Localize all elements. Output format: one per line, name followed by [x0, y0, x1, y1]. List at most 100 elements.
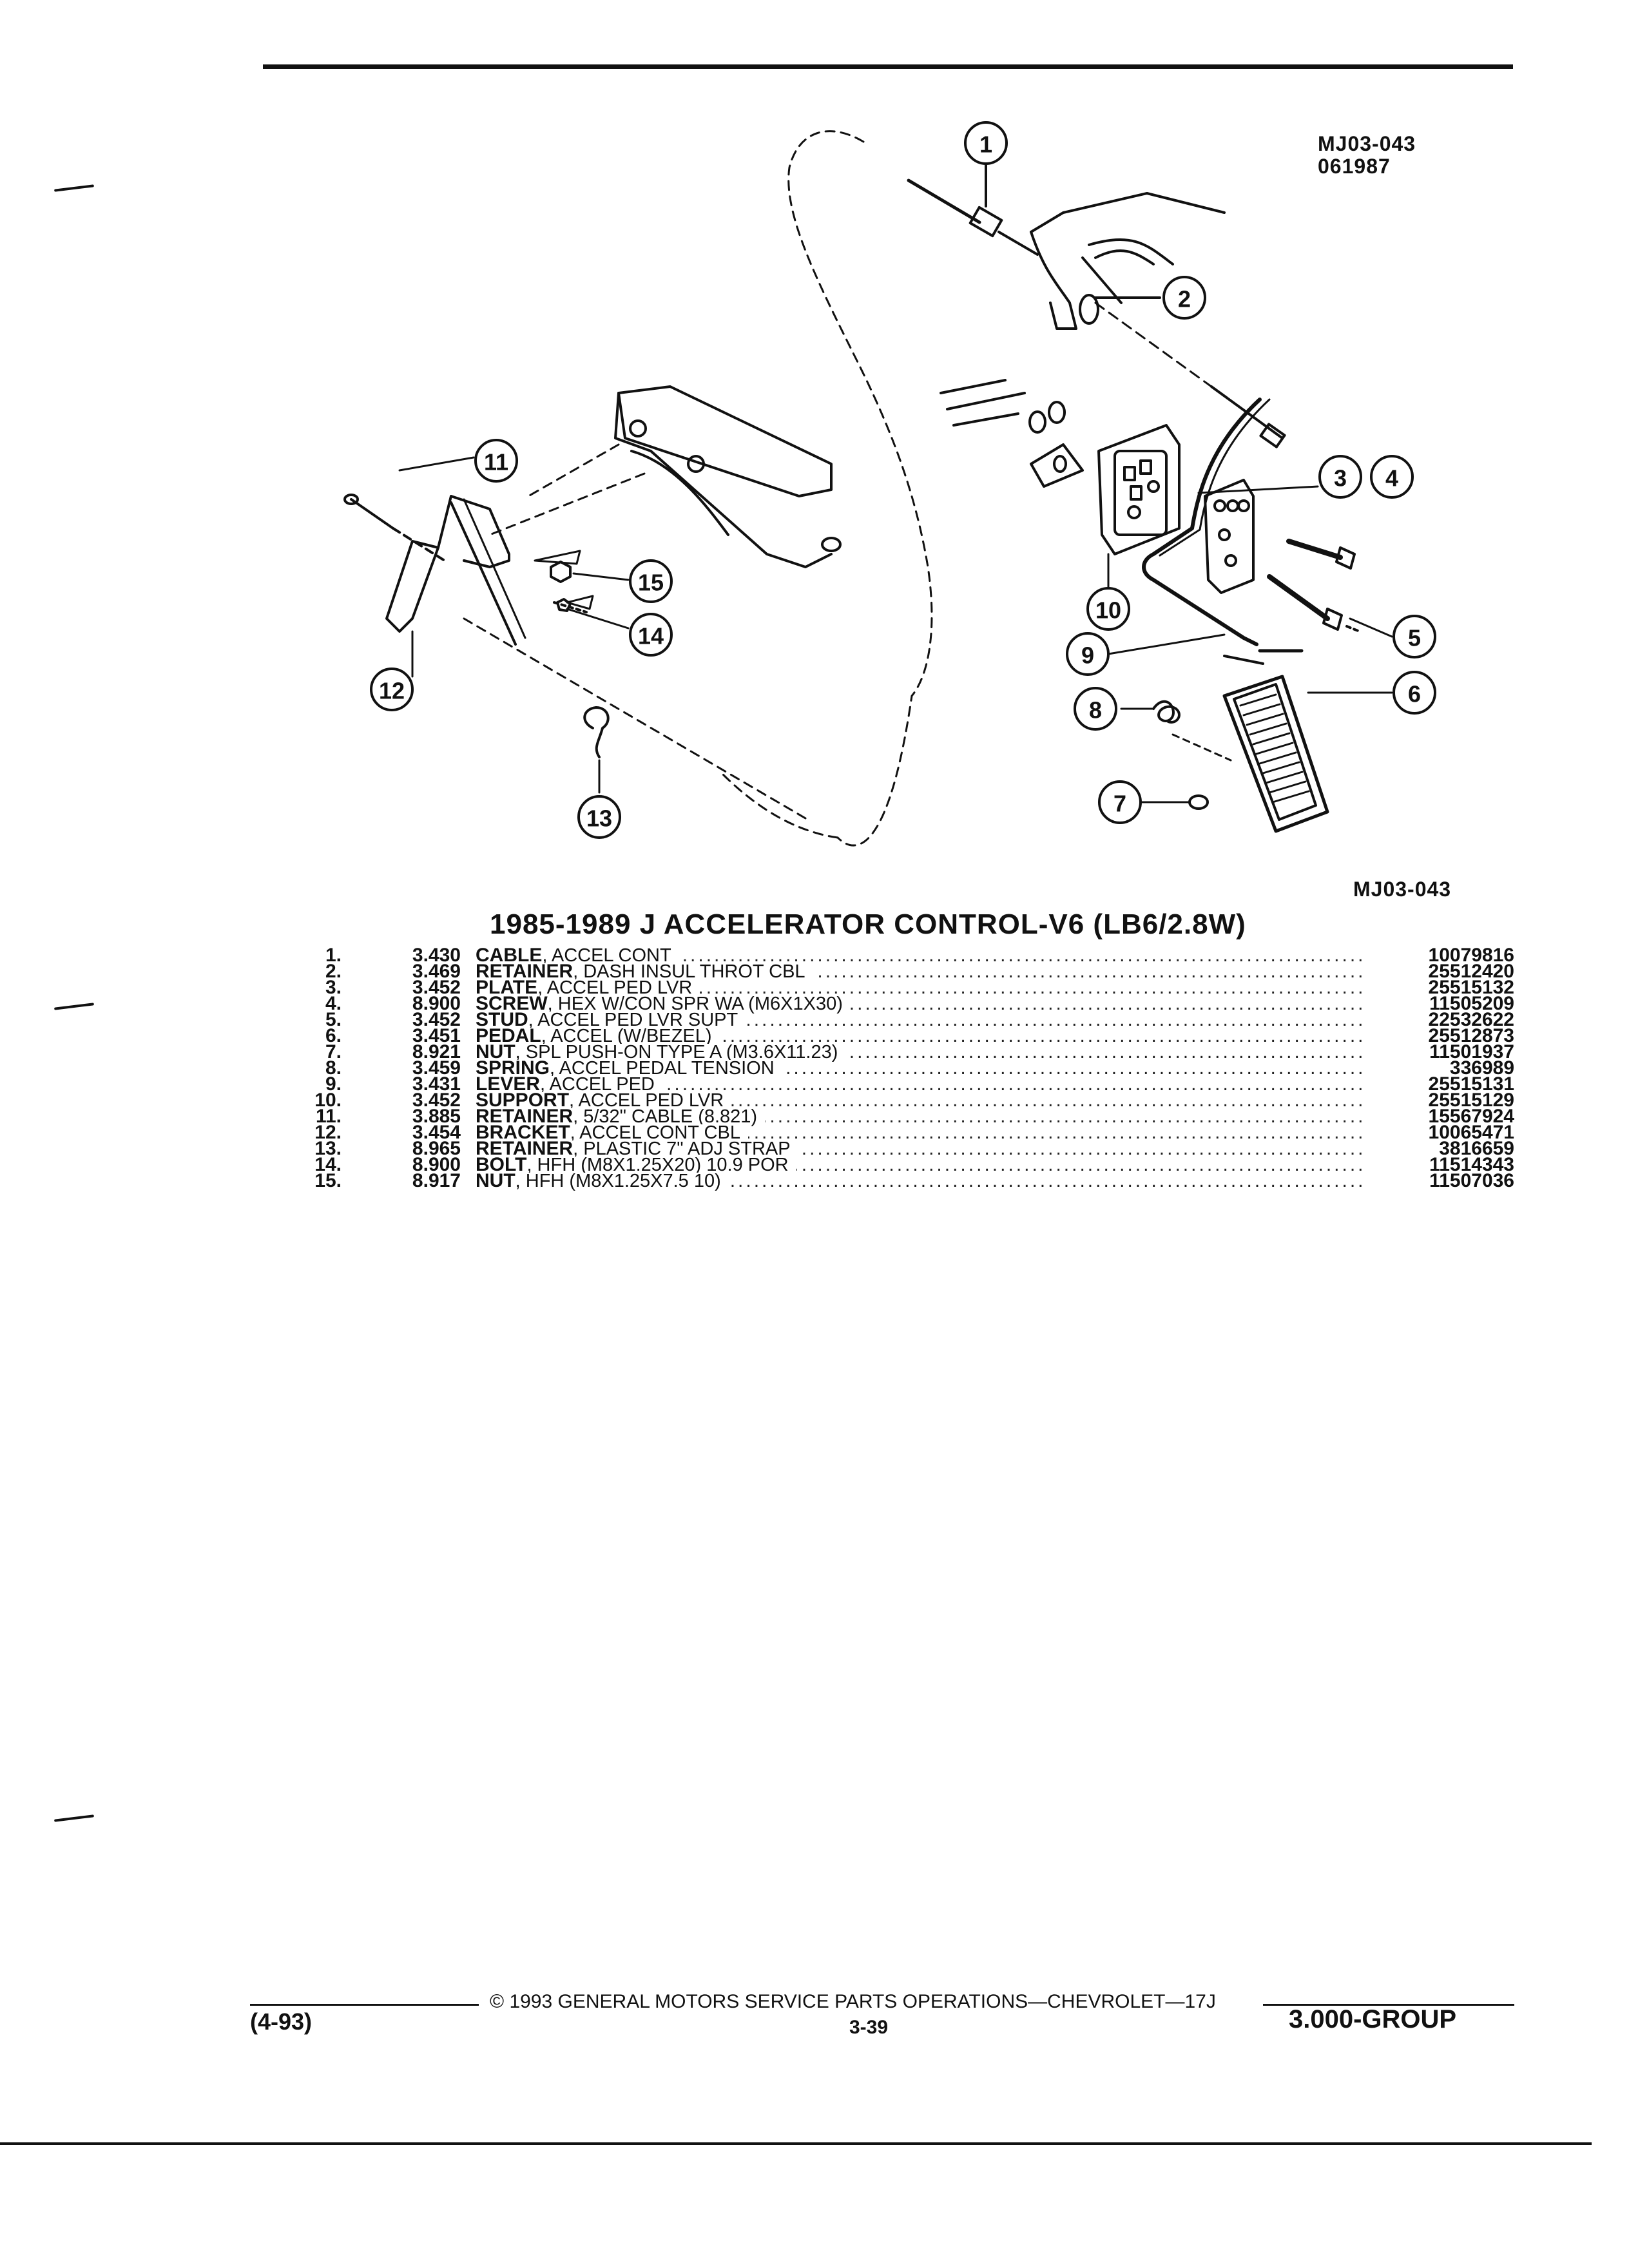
accelerator-control-diagram: 1 2 3 4 5 6 7 8 9 10 11 12 13 14 15: [343, 121, 1436, 847]
dash-panel-outline: [787, 130, 933, 847]
figure-id-bottom: MJ03-043: [1353, 878, 1452, 901]
item-number: 7.: [325, 1041, 342, 1062]
item-number: 4.: [325, 993, 342, 1014]
footer-rule-left: [250, 2004, 479, 2006]
part-spec: , HEX W/CON SPR WA (M6X1X30): [547, 994, 843, 1014]
callout-1: 1: [979, 131, 992, 158]
item-number: 8.: [325, 1057, 342, 1079]
item-number: 11.: [315, 1106, 342, 1127]
section-code: 3.452: [412, 1090, 461, 1111]
part-number: 25512873: [1428, 1025, 1514, 1046]
accelerator-lever: [1142, 398, 1262, 646]
bottom-rule: [0, 2142, 1592, 2145]
parts-row: 7.8.921.................................…: [303, 1041, 1514, 1062]
section-code: 3.430: [412, 945, 461, 966]
part-name: RETAINER: [476, 1138, 574, 1159]
part-number: 25515129: [1428, 1090, 1514, 1111]
part-description: LEVER, ACCEL PED: [476, 1073, 662, 1095]
part-number: 25512420: [1428, 961, 1514, 982]
part-spec: , ACCEL CONT: [542, 945, 671, 966]
callout-3: 3: [1334, 465, 1347, 492]
hfh-nut: [550, 561, 572, 583]
parts-row: 1.3.430.................................…: [303, 945, 1514, 966]
callout-11: 11: [484, 449, 508, 476]
item-number: 5.: [325, 1009, 342, 1030]
part-description: RETAINER, 5/32" CABLE (8.821): [476, 1106, 766, 1127]
section-code: 3.454: [412, 1122, 461, 1143]
parts-row: 6.3.451.................................…: [303, 1025, 1514, 1046]
part-name: SCREW: [476, 993, 548, 1014]
callout-8: 8: [1089, 697, 1102, 724]
callout-4: 4: [1385, 465, 1398, 492]
part-number: 336989: [1449, 1057, 1514, 1079]
section-code: 3.451: [412, 1025, 461, 1046]
part-number: 11501937: [1429, 1041, 1514, 1062]
section-code: 3.452: [412, 1009, 461, 1030]
part-name: PLATE: [476, 977, 538, 998]
item-number: 2.: [325, 961, 342, 982]
page-number: 3-39: [849, 2017, 889, 2038]
section-code: 3.885: [412, 1106, 461, 1127]
item-number: 9.: [325, 1073, 342, 1095]
parts-row: 5.3.452.................................…: [303, 1009, 1514, 1030]
part-description: SUPPORT, ACCEL PED LVR: [476, 1090, 732, 1111]
item-number: 10.: [314, 1090, 342, 1111]
part-description: BOLT, HFH (M8X1.25X20) 10.9 POR: [476, 1154, 796, 1175]
parts-row: 15.8.917................................…: [303, 1170, 1514, 1191]
section-code: 8.917: [412, 1170, 461, 1191]
part-name: SUPPORT: [476, 1090, 570, 1111]
callout-9: 9: [1081, 642, 1094, 669]
item-number: 12.: [314, 1122, 342, 1143]
parts-row: 3.3.452.................................…: [303, 977, 1514, 998]
part-spec: , 5/32" CABLE (8.821): [573, 1106, 758, 1127]
part-name: SPRING: [476, 1057, 550, 1079]
part-number: 10079816: [1428, 945, 1514, 966]
part-spec: , HFH (M8X1.25X20) 10.9 POR: [526, 1155, 789, 1175]
part-name: STUD: [476, 1009, 528, 1030]
plastic-strap: [583, 706, 610, 758]
part-name: CABLE: [476, 945, 543, 966]
top-rule: [263, 64, 1513, 69]
part-name: RETAINER: [476, 1106, 574, 1127]
figure-id-top: MJ03-043: [1318, 132, 1416, 155]
section-code: 8.900: [412, 1154, 461, 1175]
part-spec: , ACCEL PED: [540, 1074, 655, 1095]
part-spec: , ACCEL (W/BEZEL): [541, 1026, 712, 1046]
item-number: 15.: [314, 1170, 342, 1191]
group-label: 3.000-GROUP: [1289, 2005, 1457, 2033]
part-name: BRACKET: [476, 1122, 570, 1143]
parts-list: 1.3.430.................................…: [303, 945, 1514, 1191]
dash-retainer: [1079, 294, 1099, 325]
cable-bracket: [437, 495, 510, 568]
accelerator-pedal: [1222, 675, 1329, 833]
pedal-spring: [1152, 700, 1181, 724]
part-spec: , SPL PUSH-ON TYPE A (M3.6X11.23): [515, 1042, 838, 1062]
callout-2: 2: [1178, 286, 1191, 312]
push-on-nut: [1188, 794, 1209, 810]
callout-6: 6: [1408, 681, 1421, 707]
part-description: NUT, HFH (M8X1.25X7.5 10): [476, 1170, 729, 1191]
part-description: BRACKET, ACCEL CONT CBL: [476, 1122, 748, 1143]
part-description: CABLE, ACCEL CONT: [476, 945, 679, 966]
parts-row: 10.3.452................................…: [303, 1090, 1514, 1111]
callout-12: 12: [379, 678, 405, 704]
part-number: 25515131: [1428, 1073, 1514, 1095]
part-description: RETAINER, PLASTIC 7" ADJ STRAP: [476, 1138, 798, 1159]
revision-date: (4-93): [250, 2008, 313, 2035]
parts-row: 12.3.454................................…: [303, 1122, 1514, 1143]
part-number: 11505209: [1429, 993, 1514, 1014]
part-description: STUD, ACCEL PED LVR SUPT: [476, 1009, 746, 1030]
part-name: NUT: [476, 1170, 516, 1191]
parts-row: 2.3.469.................................…: [303, 961, 1514, 982]
part-number: 25515132: [1428, 977, 1514, 998]
part-number: 11507036: [1429, 1170, 1514, 1191]
part-description: PEDAL, ACCEL (W/BEZEL): [476, 1026, 720, 1046]
part-name: LEVER: [476, 1073, 541, 1095]
part-spec: , ACCEL PEDAL TENSION: [550, 1058, 775, 1079]
part-name: BOLT: [476, 1154, 527, 1175]
section-code: 3.431: [412, 1073, 461, 1095]
cable-body: [907, 178, 981, 224]
lever-support: [1097, 424, 1181, 555]
section-code: 3.469: [412, 961, 461, 982]
part-spec: , HFH (M8X1.25X7.5 10): [515, 1171, 721, 1191]
